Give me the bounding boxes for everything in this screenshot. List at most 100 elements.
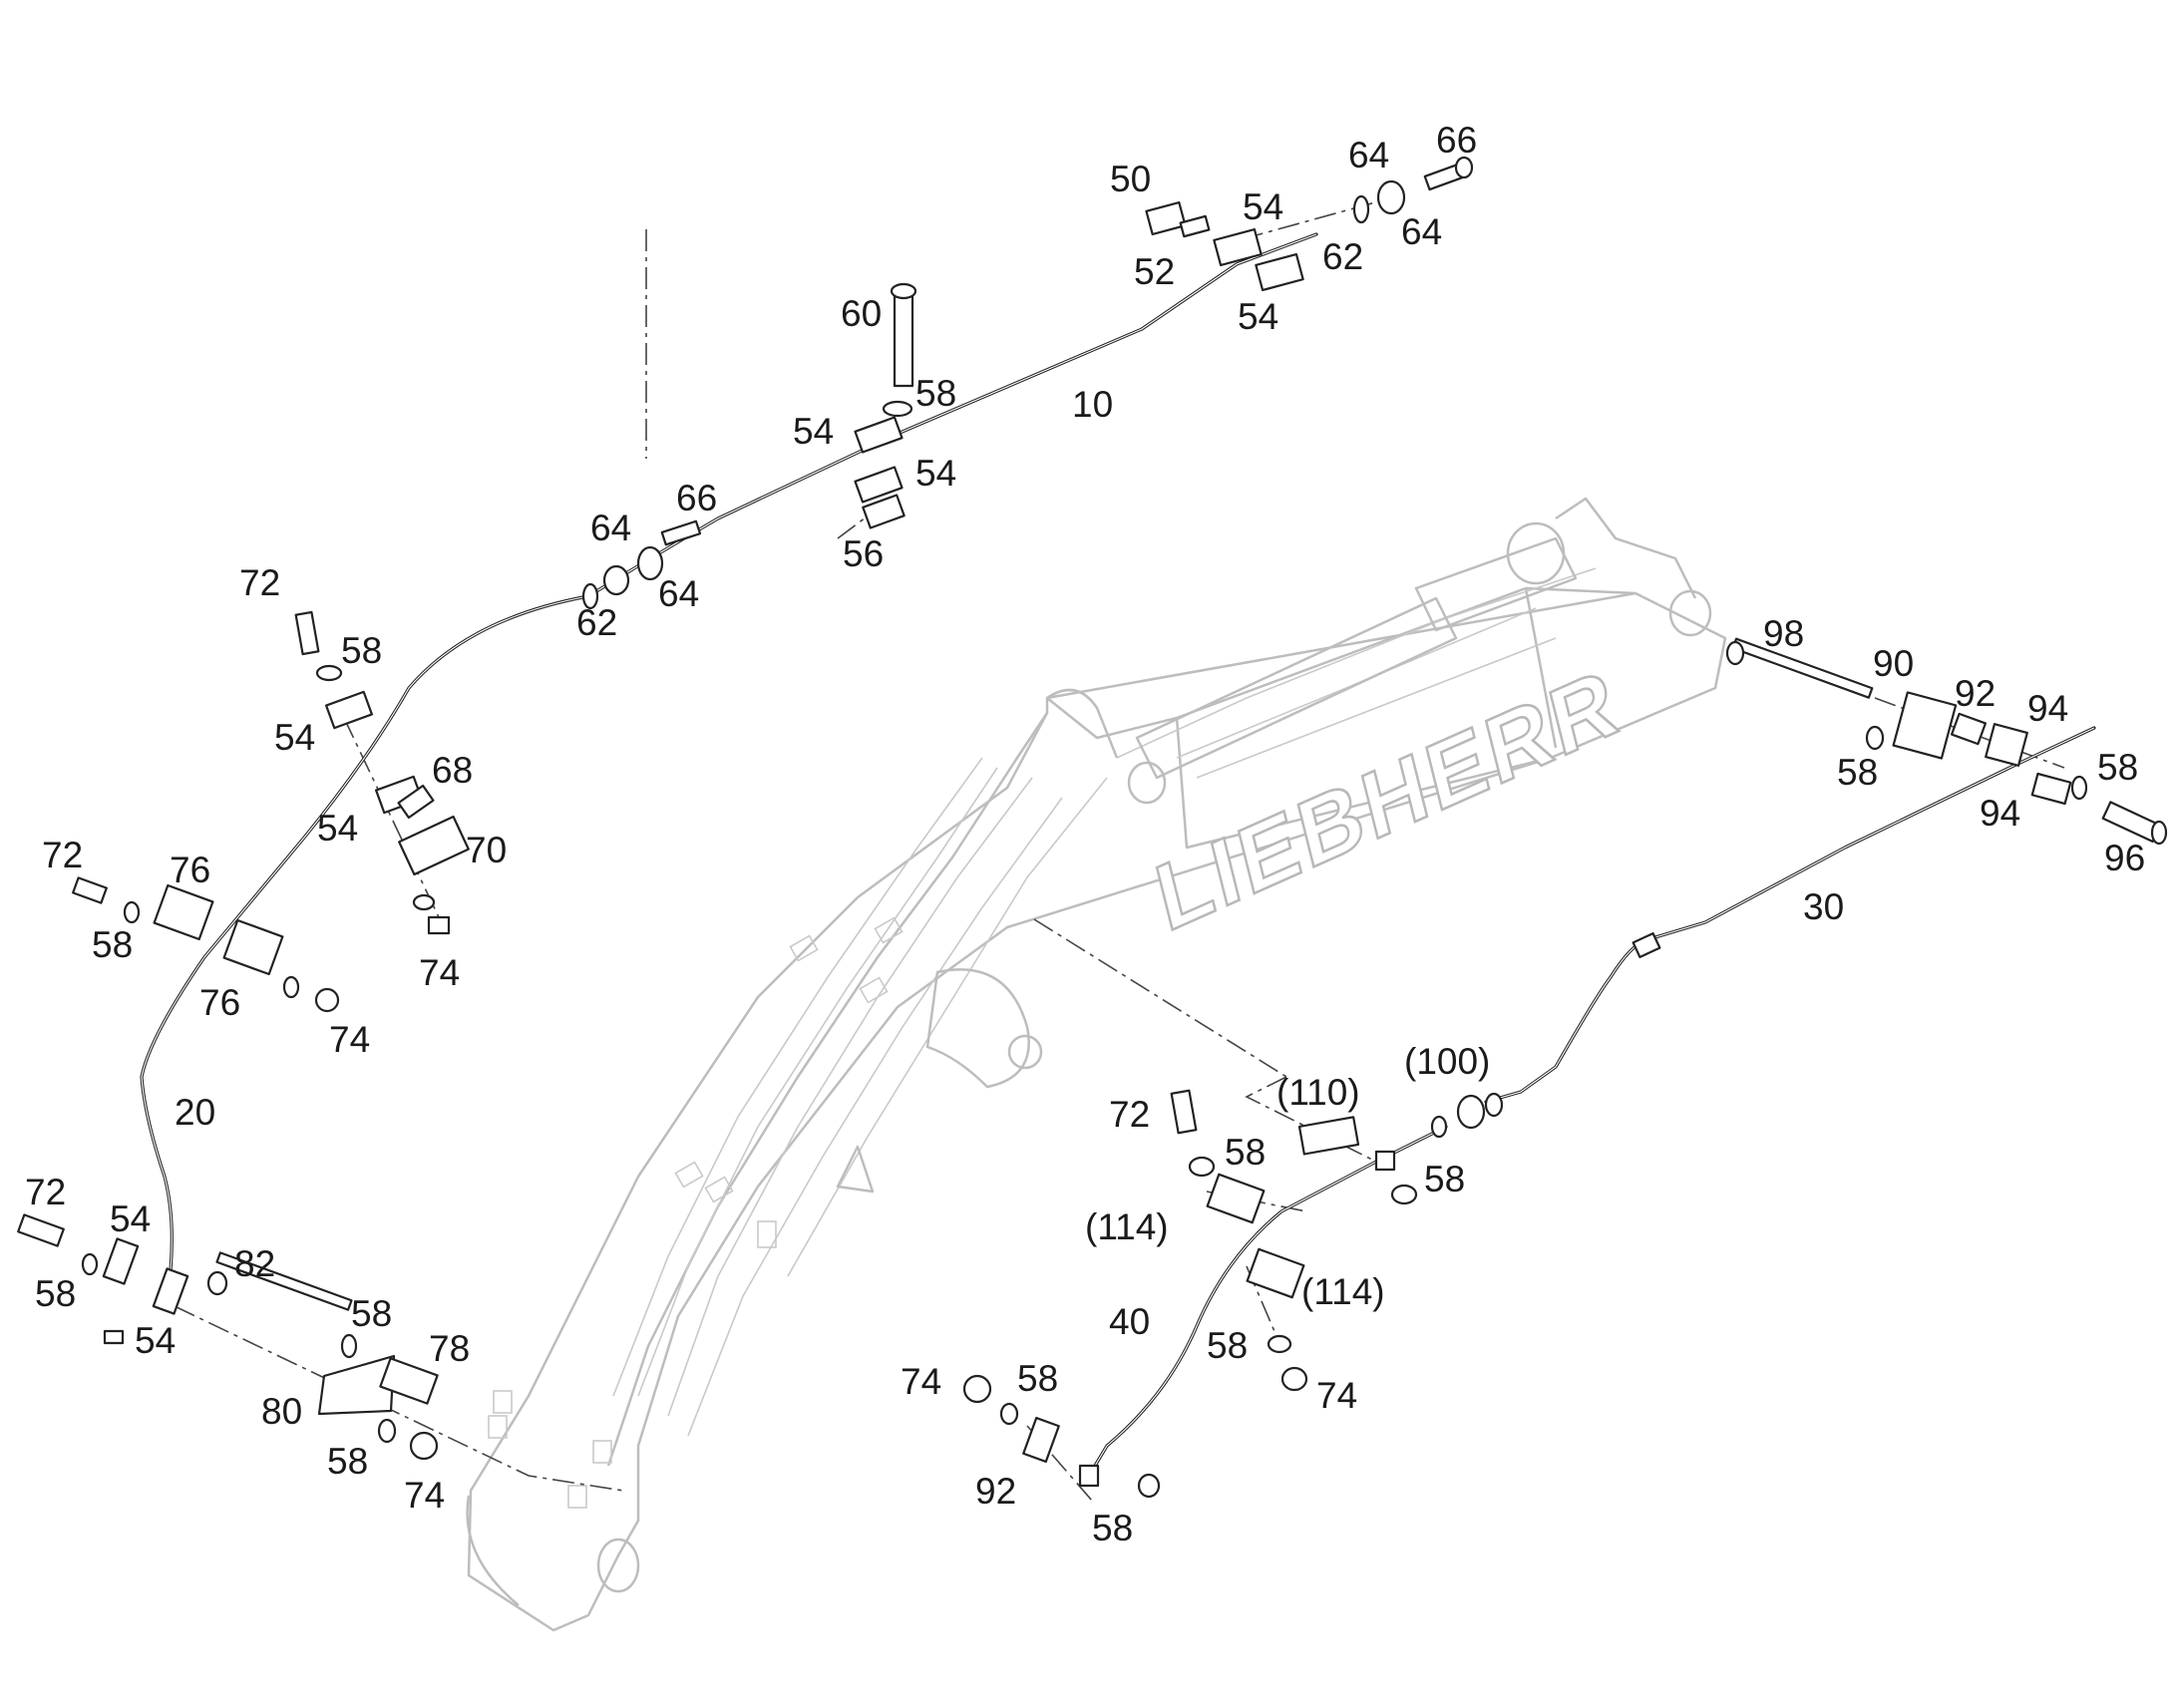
plate-70 bbox=[398, 815, 470, 876]
clamp-52 bbox=[1179, 214, 1211, 238]
callout-80: 80 bbox=[261, 1391, 302, 1432]
coupling-100 bbox=[1456, 1094, 1486, 1130]
callout-58: 58 bbox=[341, 630, 382, 671]
callout-74: 74 bbox=[1316, 1375, 1357, 1416]
callout-92: 92 bbox=[1955, 673, 1996, 714]
washer-58 bbox=[377, 1418, 397, 1444]
callout-100: (100) bbox=[1404, 1041, 1490, 1082]
callout-72: 72 bbox=[1109, 1094, 1150, 1135]
nut-74 bbox=[409, 1431, 439, 1461]
nut-74 bbox=[427, 915, 451, 935]
washer-58 bbox=[282, 975, 300, 999]
clamp-half-54 bbox=[1213, 227, 1263, 267]
callout-66: 66 bbox=[676, 478, 717, 518]
callout-82: 82 bbox=[234, 1243, 275, 1284]
washer-58 bbox=[999, 1402, 1019, 1426]
callout-66: 66 bbox=[1436, 120, 1477, 161]
callout-58: 58 bbox=[35, 1273, 76, 1314]
callout-62: 62 bbox=[576, 602, 617, 643]
callout-20: 20 bbox=[175, 1092, 215, 1133]
callout-96: 96 bbox=[2104, 838, 2145, 878]
washer-58 bbox=[1267, 1334, 1292, 1354]
callout-62: 62 bbox=[1322, 236, 1363, 277]
callout-54: 54 bbox=[1238, 296, 1278, 337]
clamp-114 bbox=[1206, 1173, 1266, 1224]
clamp-68 bbox=[397, 784, 435, 820]
washer-58 bbox=[1865, 725, 1885, 751]
hardware-parts bbox=[17, 156, 2168, 1499]
nut-74 bbox=[1280, 1366, 1308, 1392]
callout-58: 58 bbox=[351, 1293, 392, 1334]
bolt-72 bbox=[294, 610, 320, 656]
clamp-ring-62 bbox=[1352, 194, 1370, 224]
callout-72: 72 bbox=[25, 1172, 66, 1212]
callout-50: 50 bbox=[1110, 159, 1151, 199]
clamp-94 bbox=[1985, 723, 2028, 767]
washer-58 bbox=[1137, 1473, 1161, 1499]
pipe-40 bbox=[1093, 1125, 1448, 1468]
callout-74: 74 bbox=[329, 1019, 370, 1060]
callout-64: 64 bbox=[590, 508, 631, 548]
callout-54: 54 bbox=[1243, 186, 1283, 227]
washer-58 bbox=[412, 893, 436, 911]
callout-54: 54 bbox=[274, 717, 315, 758]
callout-60: 60 bbox=[841, 293, 882, 334]
bolt-82 bbox=[215, 1251, 353, 1311]
callout-98: 98 bbox=[1763, 613, 1804, 654]
callout-90: 90 bbox=[1873, 643, 1914, 684]
callout-54: 54 bbox=[317, 808, 358, 849]
flange-64 bbox=[1376, 179, 1406, 215]
washer-58 bbox=[882, 400, 913, 418]
bolt-66 bbox=[660, 519, 702, 546]
plate-80 bbox=[317, 1354, 396, 1416]
flange-64 bbox=[636, 545, 664, 581]
callout-114: (114) bbox=[1085, 1206, 1169, 1247]
callout-54: 54 bbox=[793, 411, 834, 452]
clamp-half-54 bbox=[854, 416, 904, 454]
callout-72: 72 bbox=[239, 562, 280, 603]
clamp-114 bbox=[1246, 1247, 1305, 1299]
callout-58: 58 bbox=[1837, 752, 1878, 793]
callout-54: 54 bbox=[915, 453, 956, 494]
callout-10: 10 bbox=[1072, 384, 1113, 425]
callout-52: 52 bbox=[1134, 251, 1175, 292]
bolt-60 bbox=[893, 289, 914, 388]
clamp-half-54 bbox=[325, 690, 373, 730]
callout-labels: 10 20 30 40 50 52 54 54 64 66 62 64 60 5… bbox=[25, 120, 2145, 1548]
callout-76: 76 bbox=[170, 850, 210, 890]
callout-74: 74 bbox=[901, 1361, 941, 1402]
callout-64: 64 bbox=[1401, 211, 1442, 252]
callout-68: 68 bbox=[432, 750, 473, 791]
callout-58: 58 bbox=[92, 924, 133, 965]
bolt-72 bbox=[17, 1213, 65, 1247]
clamp-ring-62 bbox=[581, 582, 599, 610]
clamp-half-54 bbox=[102, 1237, 140, 1285]
liebherr-logo: LIEBHERR bbox=[1147, 647, 1630, 952]
callout-58: 58 bbox=[1225, 1132, 1266, 1173]
washer-58 bbox=[2070, 775, 2088, 801]
callout-74: 74 bbox=[419, 952, 460, 993]
callout-64: 64 bbox=[658, 573, 699, 614]
clamp-76 bbox=[153, 883, 214, 941]
clamp-76 bbox=[222, 918, 284, 976]
callout-114: (114) bbox=[1301, 1271, 1385, 1312]
callout-58: 58 bbox=[1207, 1325, 1248, 1366]
callout-30: 30 bbox=[1803, 886, 1844, 927]
clamp-half-54 bbox=[1255, 252, 1304, 292]
callout-40: 40 bbox=[1109, 1301, 1150, 1342]
callout-58: 58 bbox=[1017, 1358, 1058, 1399]
callout-74: 74 bbox=[404, 1475, 445, 1516]
washer-58 bbox=[1390, 1184, 1418, 1205]
pipe-30 bbox=[1484, 726, 2096, 1104]
callout-72: 72 bbox=[42, 835, 83, 875]
clamp-block-50 bbox=[1145, 200, 1187, 236]
nut-74 bbox=[314, 987, 340, 1013]
callout-58: 58 bbox=[1092, 1508, 1133, 1548]
callout-78: 78 bbox=[429, 1328, 470, 1369]
callout-58: 58 bbox=[327, 1441, 368, 1482]
callout-54: 54 bbox=[135, 1320, 176, 1361]
bolt-72 bbox=[1170, 1089, 1198, 1135]
flange-64 bbox=[602, 564, 630, 596]
washer-58 bbox=[123, 900, 141, 924]
